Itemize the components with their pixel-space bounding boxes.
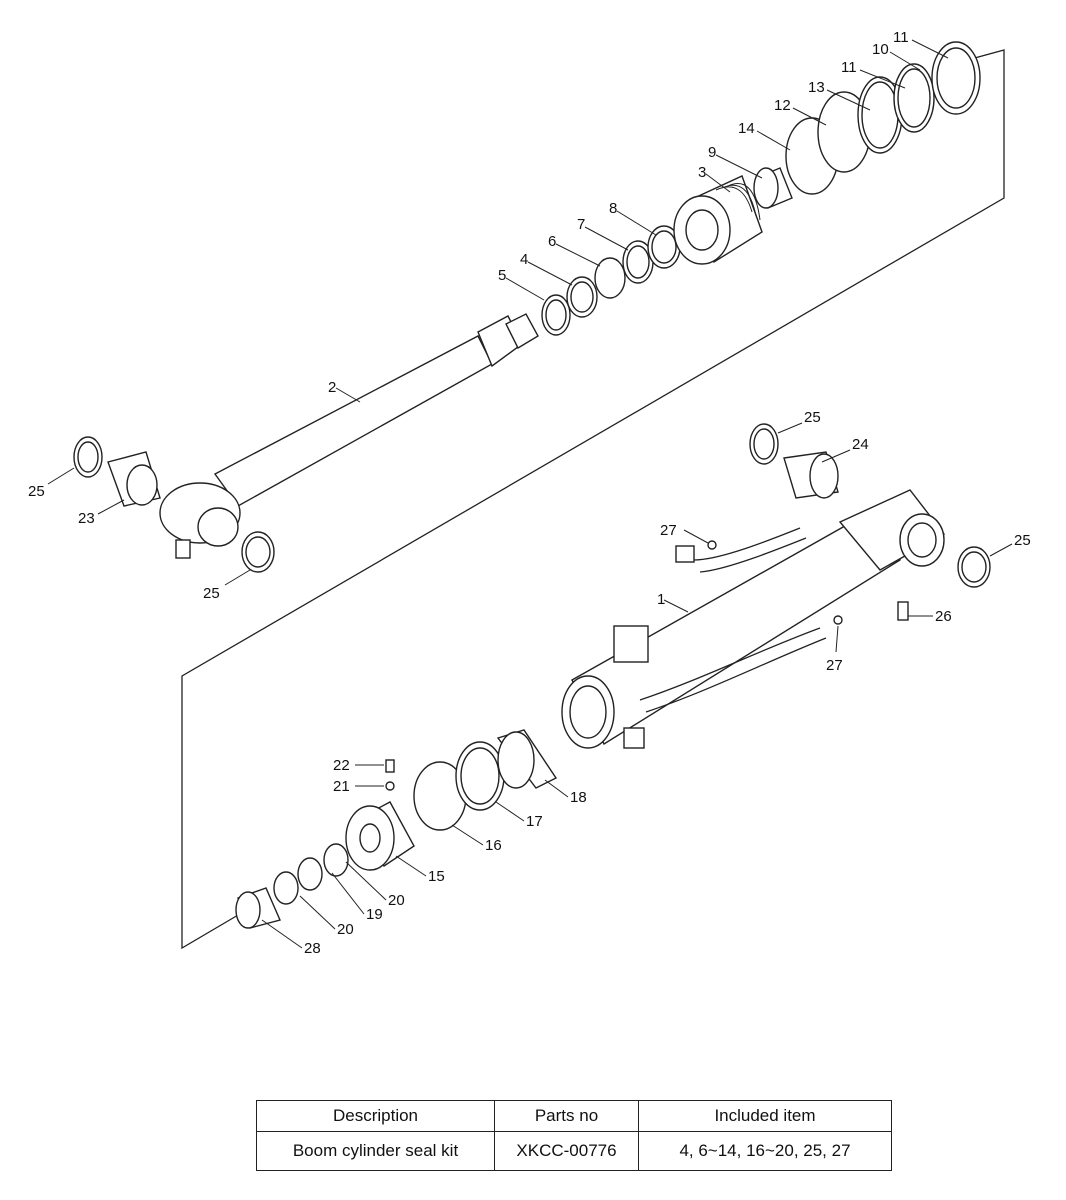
callout-leader-c7 [584, 226, 629, 251]
callout-number-c17: 17 [526, 813, 543, 830]
rod-eye-bushing [73, 436, 275, 573]
callout-number-c1: 1 [657, 591, 665, 608]
callout-leader-c27a [683, 529, 709, 544]
callout-number-c12: 12 [774, 97, 791, 114]
explode-boundary [181, 49, 1005, 950]
header-included-item: Included item [638, 1100, 892, 1132]
callout-leader-c1 [663, 599, 689, 613]
callout-number-c4: 4 [520, 251, 528, 268]
callout-number-c11b: 11 [841, 59, 857, 76]
callout-labels: 1234567891011111213141516171819202021222… [28, 29, 1031, 957]
callout-leader-c9 [715, 154, 763, 179]
head-seals [753, 41, 981, 209]
table-header-row: Description Parts no Included item [256, 1100, 892, 1132]
callout-number-c18: 18 [570, 789, 587, 806]
callout-number-c5: 5 [498, 267, 506, 284]
cell-description: Boom cylinder seal kit [256, 1131, 495, 1171]
callout-number-c13: 13 [808, 79, 825, 96]
callout-number-c28: 28 [304, 940, 321, 957]
cell-included-item: 4, 6~14, 16~20, 25, 27 [638, 1131, 892, 1171]
callout-leader-c8 [616, 210, 657, 236]
callout-number-c9: 9 [708, 144, 716, 161]
callout-leader-c11b [859, 69, 906, 89]
piston-rod [159, 313, 539, 559]
callout-leader-c4 [527, 261, 573, 286]
callout-number-c16: 16 [485, 837, 502, 854]
callout-number-c20b: 20 [337, 921, 354, 938]
callout-number-c11a: 11 [893, 29, 909, 46]
callout-number-c25a: 25 [28, 483, 45, 500]
callout-leader-c13 [826, 89, 871, 111]
callout-leader-c20b [299, 895, 336, 930]
callout-number-c26: 26 [935, 608, 952, 625]
callout-number-c25d: 25 [1014, 532, 1031, 549]
callout-number-c27b: 27 [826, 657, 843, 674]
rod-seals [541, 225, 681, 336]
header-parts-no: Parts no [494, 1100, 639, 1132]
callout-leader-c25d [989, 543, 1013, 557]
callout-number-c21: 21 [333, 778, 350, 795]
callout-leader-c17 [495, 801, 525, 822]
callout-leader-c6 [555, 243, 601, 267]
callout-number-c6: 6 [548, 233, 556, 250]
callout-number-c24: 24 [852, 436, 869, 453]
hydraulic-cylinder-exploded-diagram: 1234567891011111213141516171819202021222… [28, 29, 1031, 957]
callout-leader-c15 [395, 855, 427, 877]
callout-leader-c20a [345, 861, 387, 901]
callout-number-c15: 15 [428, 868, 445, 885]
rod-cover [673, 175, 763, 265]
callout-number-c22: 22 [333, 757, 350, 774]
callout-number-c19: 19 [366, 906, 383, 923]
callout-leader-c25c [777, 422, 803, 434]
callout-leader-c5 [505, 277, 545, 301]
callout-number-c23: 23 [78, 510, 95, 527]
callout-leader-c16 [451, 824, 484, 846]
seal-kit-table: Description Parts no Included item Boom … [256, 1100, 892, 1171]
callout-leader-c25b [224, 569, 251, 586]
callout-leader-c14 [756, 130, 791, 151]
callout-leader-c2 [335, 387, 361, 403]
table-row: Boom cylinder seal kit XKCC-00776 4, 6~1… [256, 1131, 892, 1171]
callout-leader-c11a [911, 39, 949, 59]
callout-number-c10: 10 [872, 41, 889, 58]
piston-assembly [235, 729, 558, 929]
callout-number-c25b: 25 [203, 585, 220, 602]
callout-leader-c27b [835, 625, 839, 653]
header-description: Description [256, 1100, 495, 1132]
callout-leader-c3 [705, 173, 731, 193]
callout-leader-c10 [889, 51, 921, 71]
tube-bushing [707, 423, 991, 625]
callout-number-c20a: 20 [388, 892, 405, 909]
callout-number-c8: 8 [609, 200, 617, 217]
callout-leader-c28 [261, 919, 303, 949]
cell-parts-no: XKCC-00776 [494, 1131, 639, 1171]
callout-leader-c19 [331, 872, 365, 915]
callout-number-c3: 3 [698, 164, 706, 181]
callout-number-c25c: 25 [804, 409, 821, 426]
callout-leader-c25a [47, 467, 75, 485]
callout-leader-c12 [792, 107, 827, 126]
callout-number-c14: 14 [738, 120, 755, 137]
callout-number-c7: 7 [577, 216, 585, 233]
cylinder-tube [561, 489, 946, 749]
callout-leader-c18 [544, 779, 569, 798]
callout-number-c27a: 27 [660, 522, 677, 539]
callout-leader-c23 [97, 499, 125, 515]
callout-number-c2: 2 [328, 379, 336, 396]
callout-leader-c24 [821, 449, 851, 463]
